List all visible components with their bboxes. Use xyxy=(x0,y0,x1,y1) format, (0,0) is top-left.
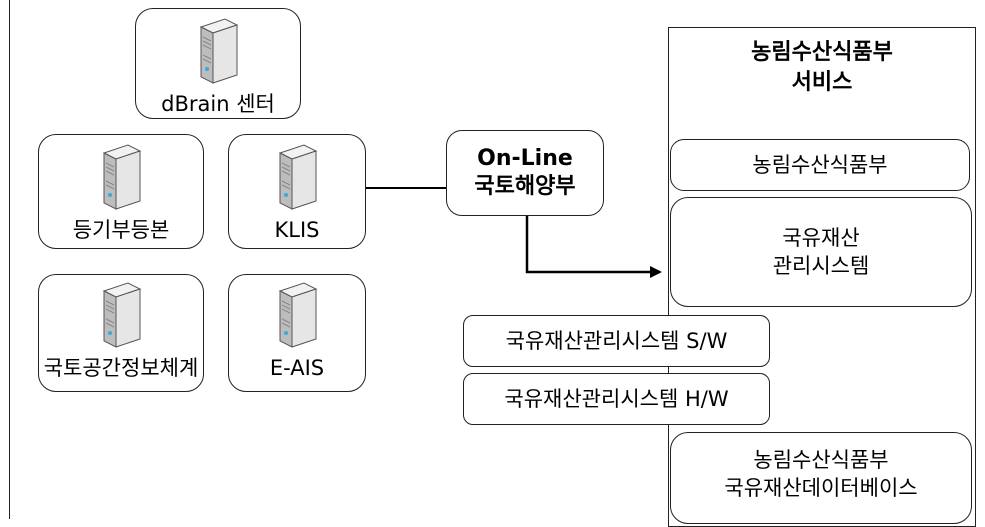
dbrain-label: dBrain 센터 xyxy=(161,92,275,116)
klis-label: KLIS xyxy=(274,218,320,242)
software-label: 국유재산관리시스템 S/W xyxy=(505,329,728,353)
asset-system-box: 국유재산 관리시스템 xyxy=(670,197,972,307)
hardware-box: 국유재산관리시스템 H/W xyxy=(463,373,770,425)
service-panel-title: 농림수산식품부 서비스 xyxy=(669,38,975,98)
ministry-box: 농림수산식품부 xyxy=(670,139,970,191)
nsdi-label: 국토공간정보체계 xyxy=(43,356,199,380)
hub-line-1: On-Line xyxy=(477,146,573,171)
server-icon xyxy=(98,281,144,349)
ministry-label: 농림수산식품부 xyxy=(752,153,888,177)
hub-line-2: 국토해양부 xyxy=(474,174,576,199)
server-icon xyxy=(274,143,320,211)
registry-server-node: 등기부등본 xyxy=(38,134,204,249)
dbrain-server-node: dBrain 센터 xyxy=(135,8,301,119)
database-box: 농림수산식품부 국유재산데이터베이스 xyxy=(670,432,972,524)
server-icon xyxy=(98,143,144,211)
system-line-1: 국유재산 xyxy=(782,226,860,250)
server-icon xyxy=(195,17,241,85)
eais-label: E-AIS xyxy=(269,356,325,380)
nsdi-server-node: 국토공간정보체계 xyxy=(38,274,204,392)
hardware-label: 국유재산관리시스템 H/W xyxy=(504,387,729,411)
database-line-1: 농림수산식품부 xyxy=(753,448,889,472)
hub-to-system-arrow xyxy=(525,216,662,278)
database-line-2: 국유재산데이터베이스 xyxy=(724,476,918,500)
server-icon xyxy=(274,281,320,349)
service-title-line-2: 서비스 xyxy=(791,70,853,95)
registry-label: 등기부등본 xyxy=(72,218,170,242)
system-line-2: 관리시스템 xyxy=(772,254,870,278)
klis-server-node: KLIS xyxy=(228,134,366,249)
online-hub-node: On-Line 국토해양부 xyxy=(446,130,604,216)
software-box: 국유재산관리시스템 S/W xyxy=(463,315,770,367)
eais-server-node: E-AIS xyxy=(228,274,366,392)
page-left-border xyxy=(9,0,10,519)
service-title-line-1: 농림수산식품부 xyxy=(751,40,893,65)
